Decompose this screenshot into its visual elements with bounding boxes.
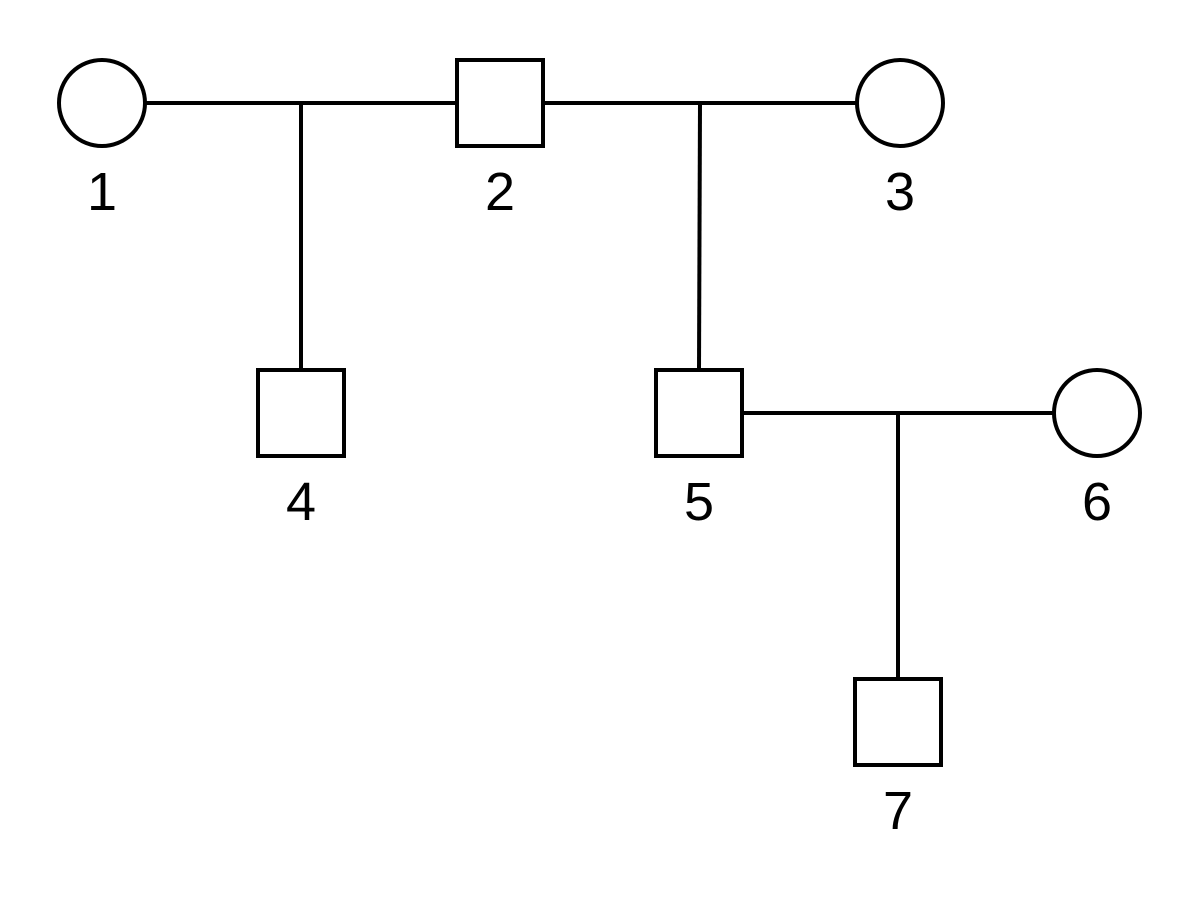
person-2-male-symbol <box>455 58 545 148</box>
child-line-5 <box>697 102 702 371</box>
person-3-label: 3 <box>885 162 915 222</box>
person-1-female-symbol <box>57 58 147 148</box>
person-2-label: 2 <box>485 162 515 222</box>
person-7-label: 7 <box>883 781 913 841</box>
person-5-male-symbol <box>654 368 744 458</box>
person-7-male-symbol <box>853 677 943 767</box>
person-6-female-symbol <box>1052 368 1142 458</box>
person-6-label: 6 <box>1082 472 1112 532</box>
person-1-label: 1 <box>87 162 117 222</box>
person-4-male-symbol <box>256 368 346 458</box>
person-3-female-symbol <box>855 58 945 148</box>
person-4-label: 4 <box>286 472 316 532</box>
person-5-label: 5 <box>684 472 714 532</box>
